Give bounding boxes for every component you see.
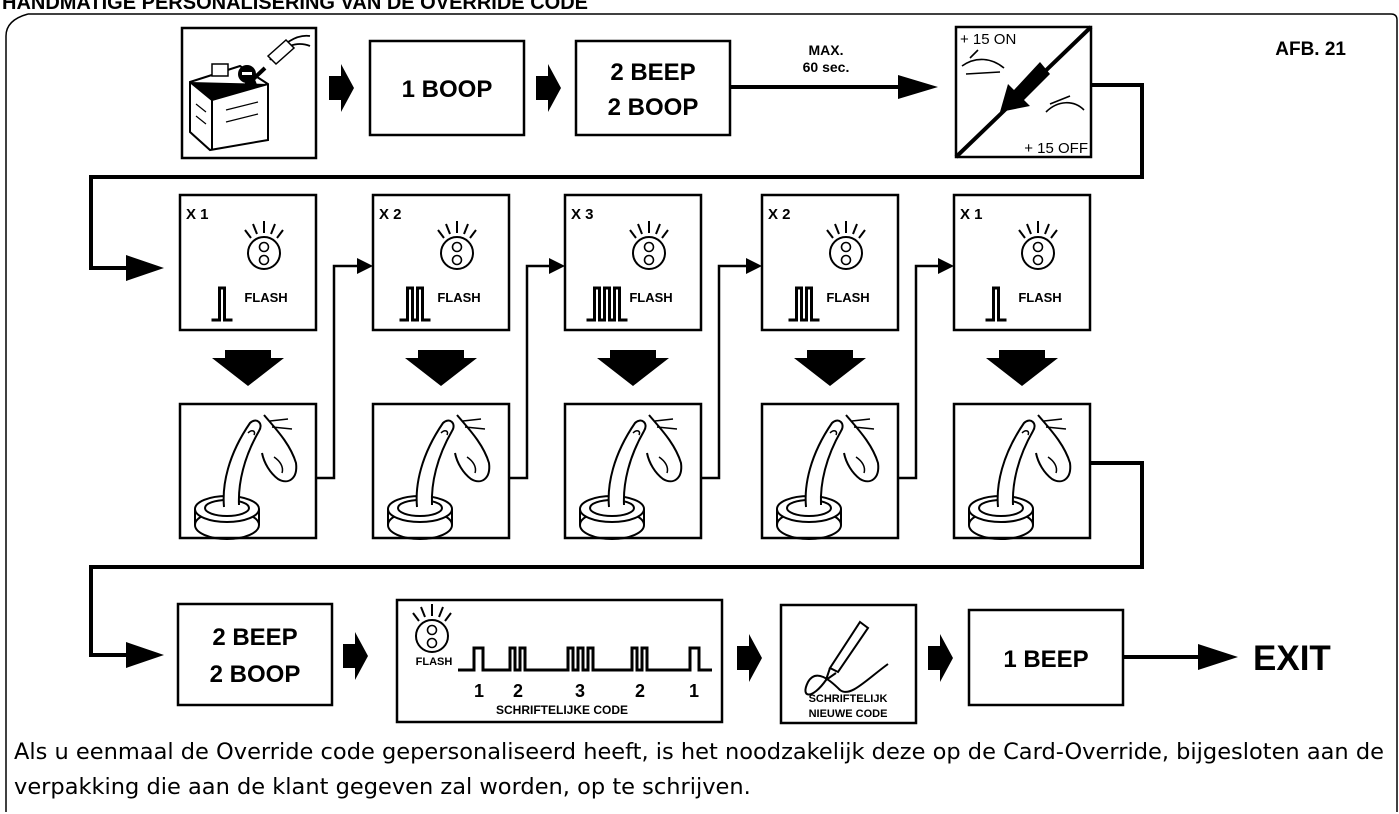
arrow-r3-3	[928, 634, 953, 682]
flash-count: X 2	[379, 206, 402, 223]
step-connector	[316, 264, 359, 480]
outer-frame	[5, 13, 1398, 812]
flash-count: X 1	[960, 206, 983, 223]
written-code-box: FLASH 1 2 3 2 1 SCHRIFTELIJKE CODE	[395, 598, 724, 724]
code-digit: 2	[513, 681, 523, 701]
pulse-train	[586, 286, 628, 322]
arrow-r1-2	[536, 64, 561, 112]
step-connector	[898, 264, 940, 480]
box-1-boop: 1 BOOP	[368, 39, 526, 137]
pulse-train	[211, 286, 233, 322]
battery-disconnect-illustration	[180, 26, 318, 160]
flash-step: X 2 FLASH	[760, 193, 900, 386]
pulse-train	[788, 286, 820, 322]
step-connector	[509, 264, 551, 480]
ignition-toggle-box: + 15 ON + 15 OFF	[954, 25, 1093, 159]
svg-text:2 BEEP: 2 BEEP	[212, 624, 297, 651]
svg-text:1 BEEP: 1 BEEP	[1003, 646, 1088, 673]
pen-icon	[828, 620, 870, 674]
max-label-line2: 60 sec.	[803, 59, 850, 75]
down-arrow	[212, 350, 284, 386]
svg-text:2 BEEP: 2 BEEP	[610, 59, 695, 86]
flash-step: X 2 FLASH	[371, 193, 511, 386]
code-digit: 1	[689, 681, 699, 701]
down-arrow	[986, 350, 1058, 386]
flash-step: X 1 FLASH	[178, 193, 318, 386]
pulse-train	[985, 286, 1007, 322]
step-connector	[701, 264, 748, 480]
flash-count: X 1	[186, 206, 209, 223]
max-label-line1: MAX.	[809, 42, 844, 58]
write-new-code-box: SCHRIFTELIJK NIEUWE CODE	[779, 603, 918, 725]
flash-label: FLASH	[1018, 290, 1061, 305]
arrow-max-60	[730, 75, 938, 99]
code-caption: SCHRIFTELIJKE CODE	[496, 703, 628, 717]
caption-text: Als u eenmaal de Override code gepersona…	[14, 739, 1384, 800]
flash-label: FLASH	[244, 290, 287, 305]
svg-text:NIEUWE CODE: NIEUWE CODE	[809, 708, 888, 720]
arrow-to-exit	[1123, 644, 1238, 670]
exit-label: EXIT	[1253, 639, 1331, 678]
flash-label: FLASH	[629, 290, 672, 305]
svg-text:2 BOOP: 2 BOOP	[210, 661, 301, 688]
press-button-step	[952, 402, 1092, 540]
flash-count: X 3	[571, 206, 594, 223]
svg-text:+ 15 ON: + 15 ON	[960, 31, 1016, 48]
svg-text:SCHRIFTELIJK: SCHRIFTELIJK	[809, 693, 888, 705]
arrow-r3-1	[343, 632, 368, 680]
svg-text:2 BOOP: 2 BOOP	[608, 94, 699, 121]
connector-row2-row3	[89, 461, 1144, 657]
connector-arrowhead	[549, 258, 565, 274]
code-pulse-train	[458, 646, 712, 672]
box-2beep-2boop-final: 2 BEEP 2 BOOP	[176, 602, 334, 707]
connector-arrowhead	[357, 258, 373, 274]
arrow-into-step1	[126, 255, 164, 281]
code-digit: 2	[635, 681, 645, 701]
connector-row1-row2	[89, 83, 1144, 270]
press-button-step	[563, 402, 703, 540]
flash-label: FLASH	[437, 290, 480, 305]
down-arrow	[794, 350, 866, 386]
press-button-step	[178, 402, 318, 540]
flash-count: X 2	[768, 206, 791, 223]
figure-label: AFB. 21	[1275, 39, 1346, 60]
flash-step: X 3 FLASH	[563, 193, 703, 386]
flash-steps: X 1 FLASH X 2 FLASH X 3 FLASH X 2 FLASH X 1 FLASH	[178, 193, 1092, 386]
code-digit: 1	[474, 681, 484, 701]
code-digit: 3	[575, 681, 585, 701]
svg-text:+ 15 OFF: + 15 OFF	[1024, 140, 1088, 157]
flash-label: FLASH	[826, 290, 869, 305]
arrow-into-row3	[126, 642, 164, 668]
svg-text:FLASH: FLASH	[416, 656, 453, 668]
box-1-beep: 1 BEEP	[967, 608, 1125, 707]
press-button-step	[760, 402, 900, 540]
page-heading: HANDMATIGE PERSONALISERING VAN DE OVERRI…	[2, 0, 588, 14]
press-button-step	[371, 402, 511, 540]
pulse-train	[399, 286, 431, 322]
connector-arrowhead	[746, 258, 762, 274]
down-arrow	[597, 350, 669, 386]
flash-step: X 1 FLASH	[952, 193, 1092, 386]
svg-text:1 BOOP: 1 BOOP	[402, 76, 493, 103]
down-arrow	[405, 350, 477, 386]
connector-arrowhead	[938, 258, 954, 274]
arrow-r1-1	[329, 64, 354, 112]
box-2beep-2boop: 2 BEEP 2 BOOP	[574, 39, 732, 137]
arrow-r3-2	[737, 634, 762, 682]
press-steps	[178, 258, 1092, 540]
